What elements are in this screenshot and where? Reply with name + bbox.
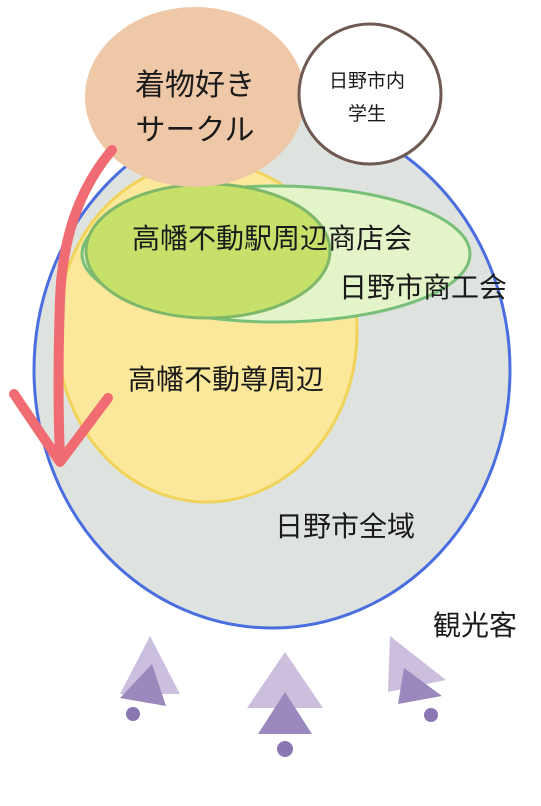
kimono-circle-label-line2: サークル <box>135 113 254 148</box>
tourists-label: 観光客 <box>433 609 517 642</box>
students-label-line2: 学生 <box>348 103 386 125</box>
dot-left <box>126 707 140 721</box>
arrow-right-dark <box>398 668 442 704</box>
arrow-left-light <box>120 636 180 694</box>
tourist-arrow-right <box>388 636 446 722</box>
dot-right <box>424 708 438 722</box>
hino-city-label: 日野市全域 <box>275 510 415 543</box>
tourist-arrow-center <box>247 652 323 757</box>
students-label-line1: 日野市内 <box>329 70 405 92</box>
kimono-circle-ellipse <box>85 7 305 187</box>
red-arrow-head <box>9 389 113 467</box>
tourist-arrow-left <box>120 636 180 721</box>
arrow-center-dark <box>258 692 312 734</box>
kimono-circle-label-line1: 着物好き <box>135 68 255 103</box>
arrow-left-dark <box>120 664 166 706</box>
red-arrow-shaft <box>53 145 117 463</box>
dot-center <box>277 741 293 757</box>
students-ellipse <box>297 22 443 166</box>
shopping-street-label: 高幡不動駅周辺商店会 <box>132 222 412 255</box>
takahata-area-label: 高幡不動尊周辺 <box>128 363 324 396</box>
arrow-center-light <box>247 652 323 708</box>
chamber-of-commerce-label: 日野市商工会 <box>339 271 507 304</box>
red-curved-arrow <box>9 145 117 467</box>
